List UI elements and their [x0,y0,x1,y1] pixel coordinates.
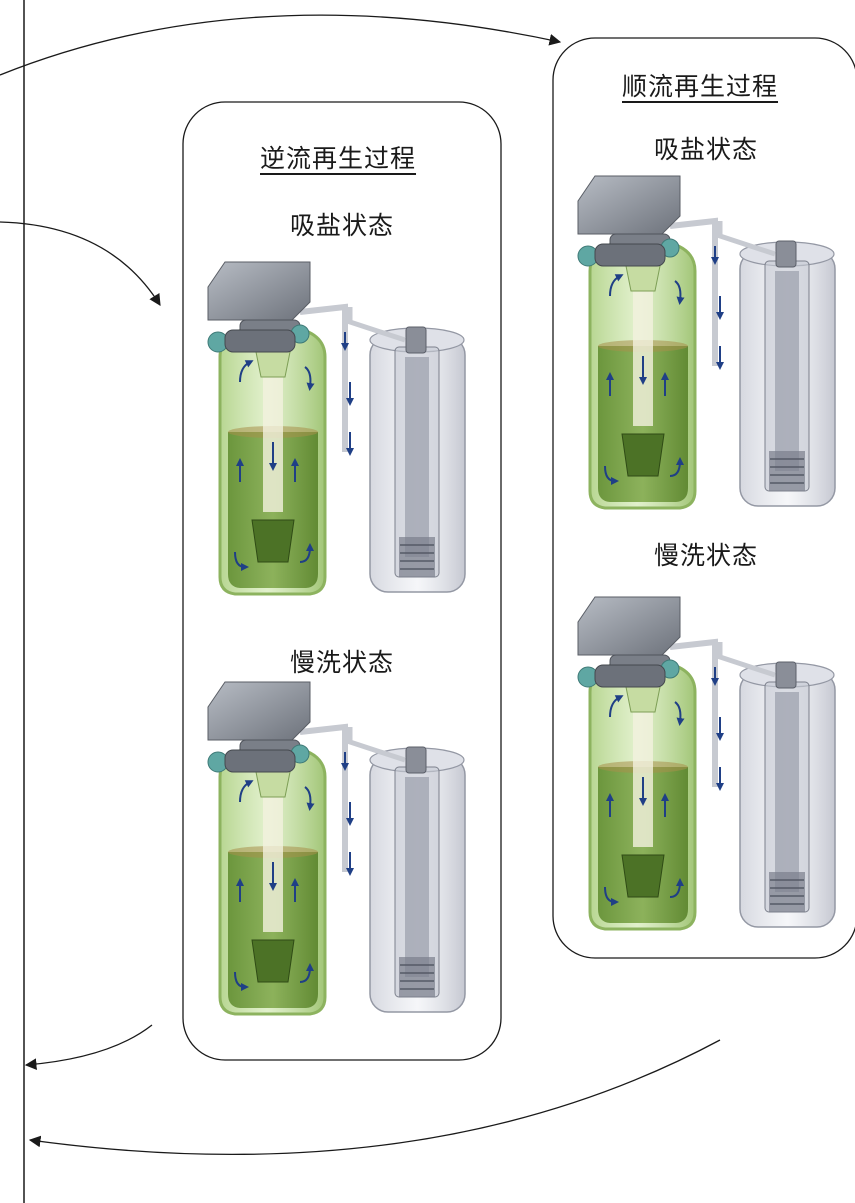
softener-unit-co-brine [578,176,835,508]
arrow-left-in [0,221,161,306]
panel-co-current-frame [552,37,855,959]
label-counter-slow-rinse-state: 慢洗状态 [290,648,395,677]
panel-counter-current-title: 逆流再生过程 [260,144,417,173]
arrow-top [0,14,562,76]
panel-counter-current-frame [182,101,502,1061]
panel-co-current-title: 顺流再生过程 [622,72,779,101]
label-co-slow-rinse-state: 慢洗状态 [654,541,759,570]
arrow-return-left [24,1024,153,1070]
arrow-return-right [28,1039,721,1156]
softener-unit-counter-brine [208,262,465,594]
softener-unit-counter-slow-rinse [208,682,465,1014]
softener-unit-co-slow-rinse [578,597,835,929]
label-co-brine-state: 吸盐状态 [654,135,759,164]
label-counter-brine-state: 吸盐状态 [290,211,395,240]
